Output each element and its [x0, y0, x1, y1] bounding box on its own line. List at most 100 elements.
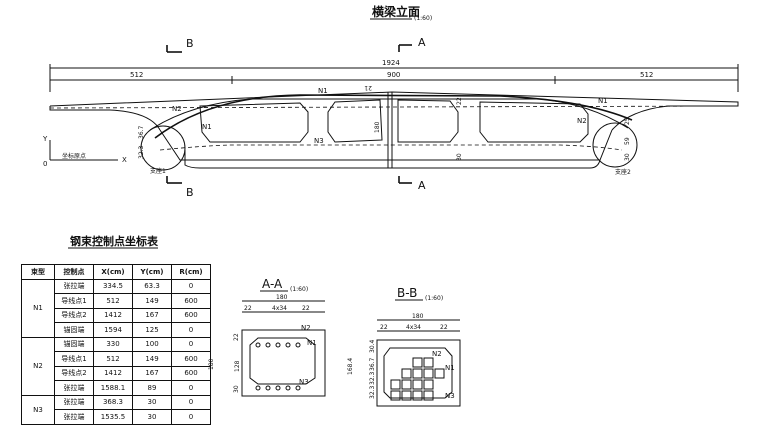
dim-21: 21 [364, 84, 372, 91]
svg-text:(1:60): (1:60) [425, 295, 443, 302]
label-n1-right: N1 [598, 97, 608, 105]
table-row: N1 张拉端 334.5 63.3 0 [21, 278, 211, 338]
svg-text:坐标原点: 坐标原点 [62, 152, 86, 160]
cell: 512 [93, 293, 133, 309]
cell: 1535.5 [93, 409, 133, 425]
svg-text:4x34: 4x34 [272, 305, 287, 312]
cell: 1412 [93, 365, 133, 381]
header-type: 束型 [21, 264, 55, 280]
cell: 30 [132, 394, 172, 410]
cell: 0 [171, 409, 211, 425]
dim-22: 22 [456, 97, 463, 105]
cell: 导线点1 [54, 293, 94, 309]
cell: 89 [132, 380, 172, 396]
svg-text:22: 22 [302, 305, 310, 312]
svg-text:N2: N2 [432, 350, 442, 358]
cell: 0 [171, 380, 211, 396]
tendon-paths [149, 94, 633, 151]
svg-text:1924: 1924 [382, 59, 400, 67]
cell: 512 [93, 351, 133, 367]
cell: 149 [132, 351, 172, 367]
svg-text:32.3: 32.3 [369, 371, 376, 385]
cell: 0 [171, 322, 211, 338]
table-row: 锚固端 1594 125 0 [22, 322, 211, 338]
header-point: 控制点 [54, 264, 94, 280]
section-aa-ducts [255, 342, 301, 391]
svg-text:X: X [122, 156, 127, 164]
section-mark-a-bottom: A [398, 176, 426, 192]
table-row: 导线点1 512 149 600 [22, 351, 211, 367]
bearing-2-label: 支座2 [615, 168, 631, 176]
svg-text:36.7: 36.7 [369, 357, 376, 371]
svg-text:(1:60): (1:60) [290, 286, 308, 293]
svg-text:A: A [418, 36, 426, 49]
svg-text:N2: N2 [301, 324, 311, 332]
label-n1-top: N1 [318, 87, 328, 95]
svg-text:180: 180 [208, 358, 215, 370]
svg-text:900: 900 [387, 71, 400, 79]
section-bb: B-B (1:60) 180 22 4x34 22 168.4 30.4 36.… [347, 286, 461, 407]
svg-text:4x34: 4x34 [406, 324, 421, 331]
tendon-coordinate-table: 束型 控制点 X(cm) Y(cm) R(cm) N1 张拉端 334.5 63… [21, 264, 211, 425]
cell: 1412 [93, 307, 133, 323]
svg-text:30: 30 [233, 385, 240, 393]
cell: 1594 [93, 322, 133, 338]
dim-30-right: 30 [624, 153, 631, 161]
table-row: 张拉端 1588.1 89 0 [22, 380, 211, 396]
svg-text:180: 180 [276, 294, 288, 301]
bearing-1-label: 支座1 [150, 167, 166, 175]
cell: 330 [93, 336, 133, 352]
label-n3: N3 [314, 137, 324, 145]
cell: 600 [171, 351, 211, 367]
svg-text:A: A [418, 179, 426, 192]
svg-text:B-B: B-B [397, 286, 417, 300]
table-header-row: 束型 控制点 X(cm) Y(cm) R(cm) [21, 264, 211, 280]
section-aa: A-A (1:60) 180 22 4x34 22 180 128 22 30 … [208, 277, 326, 397]
svg-text:168.4: 168.4 [347, 358, 354, 375]
label-n1-left: N1 [202, 123, 212, 131]
cell: 0 [171, 336, 211, 352]
elevation-scale: (1:60) [414, 15, 432, 22]
cell: 600 [171, 293, 211, 309]
dim-59: 59 [624, 137, 631, 145]
header-x: X(cm) [93, 264, 133, 280]
cell: 125 [132, 322, 172, 338]
group-n3: N3 [21, 394, 55, 425]
dim-30-left: 30 [456, 153, 463, 161]
cell: 149 [132, 293, 172, 309]
cell: 导线点2 [54, 365, 94, 381]
svg-text:22: 22 [380, 324, 388, 331]
cell: 张拉端 [54, 394, 94, 410]
cell: 30 [132, 409, 172, 425]
svg-text:N3: N3 [299, 378, 309, 386]
svg-text:512: 512 [640, 71, 653, 79]
table-row: N2 锚固端 330 100 0 [21, 336, 211, 396]
group-n2: N2 [21, 336, 55, 396]
svg-text:B: B [186, 37, 194, 50]
cell: 63.3 [132, 278, 172, 294]
cell: 100 [132, 336, 172, 352]
table-title: 钢束控制点坐标表 [70, 234, 159, 248]
cell: 600 [171, 307, 211, 323]
svg-text:N1: N1 [445, 364, 455, 372]
svg-text:22: 22 [233, 333, 240, 341]
svg-text:22: 22 [440, 324, 448, 331]
section-mark-b-top: B [166, 37, 194, 53]
cell: 张拉端 [54, 409, 94, 425]
cell: 167 [132, 307, 172, 323]
dim-36: 36.7 [138, 125, 145, 139]
svg-text:32.3: 32.3 [369, 385, 376, 399]
svg-text:30.4: 30.4 [369, 339, 376, 353]
svg-text:22: 22 [244, 305, 252, 312]
table-row: 导线点2 1412 167 600 [22, 365, 211, 381]
dim-32: 32.3 [138, 145, 145, 159]
section-mark-a-top: A [398, 36, 426, 52]
segment-dimensions: 512 900 512 [50, 71, 738, 84]
table-row: 张拉端 1535.5 30 0 [22, 409, 211, 425]
elevation-title: 横梁立面 [372, 4, 420, 19]
section-bb-ducts [390, 357, 445, 401]
cell: 600 [171, 365, 211, 381]
svg-text:512: 512 [130, 71, 143, 79]
svg-text:N1: N1 [307, 339, 317, 347]
